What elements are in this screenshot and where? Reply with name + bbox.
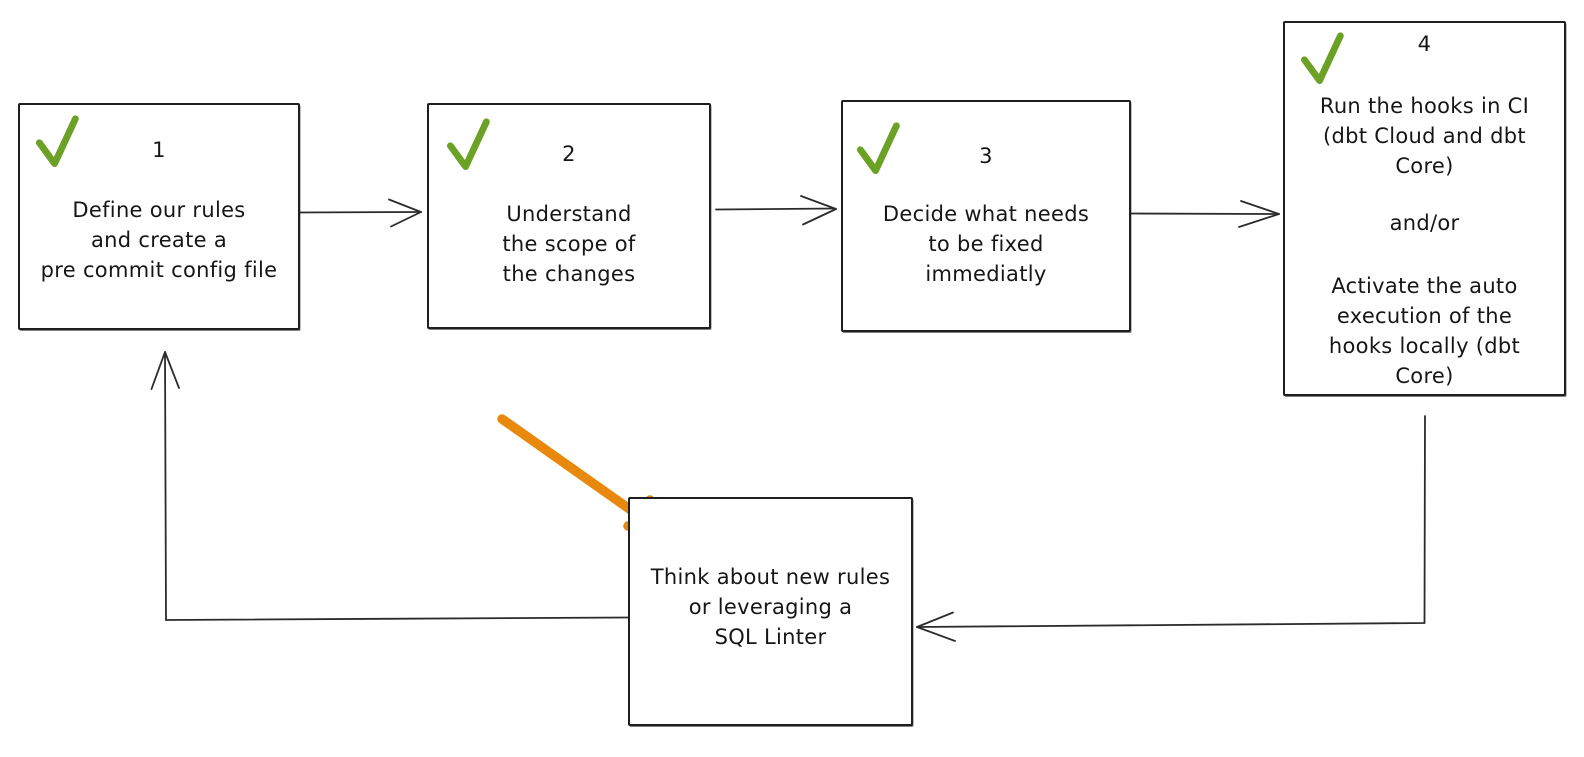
checkmark-icon bbox=[1301, 32, 1344, 84]
step-3-box: 3 Decide what needs to be fixed immediat… bbox=[841, 100, 1131, 332]
step-paragraph-2: Activate the auto execution of the hooks… bbox=[1285, 271, 1564, 391]
step-text-line: hooks locally (dbt bbox=[1328, 334, 1521, 358]
step-text: Decide what needs to be fixed immediatly bbox=[843, 199, 1129, 289]
step-text: Define our rules and create a pre commit… bbox=[20, 195, 298, 285]
loop-text-line: Think about new rules bbox=[650, 565, 891, 589]
arrow-loop-box-to-step1 bbox=[150, 351, 629, 621]
step-text-line: the changes bbox=[502, 262, 636, 286]
step-text-line: and create a bbox=[91, 228, 227, 252]
step-number: 4 bbox=[1417, 32, 1432, 56]
checkmark-icon bbox=[857, 122, 900, 174]
loop-box-text: Think about new rules or leveraging a SQ… bbox=[630, 562, 911, 652]
arrow-step4-to-loop-box bbox=[916, 415, 1426, 642]
step-text-line: execution of the bbox=[1336, 304, 1513, 328]
checkmark-icon bbox=[447, 118, 490, 170]
step-number: 2 bbox=[562, 142, 576, 166]
step-text-line: Decide what needs bbox=[882, 202, 1090, 226]
step-2-box: 2 Understand the scope of the changes bbox=[427, 103, 711, 329]
loop-text-line: or leveraging a bbox=[688, 595, 853, 619]
step-text-line: Core) bbox=[1395, 154, 1454, 178]
step-4-box: 4 Run the hooks in CI (dbt Cloud and dbt… bbox=[1283, 21, 1566, 396]
step-text-line: (dbt Cloud and dbt bbox=[1323, 124, 1526, 148]
step-number: 1 bbox=[152, 138, 166, 162]
step-1-box: 1 Define our rules and create a pre comm… bbox=[18, 103, 300, 330]
step-text-line: Define our rules bbox=[72, 198, 246, 222]
loop-text-line: SQL Linter bbox=[714, 625, 827, 649]
step-paragraph-1: Run the hooks in CI (dbt Cloud and dbt C… bbox=[1285, 91, 1564, 181]
step-text: Understand the scope of the changes bbox=[429, 199, 709, 289]
step-number: 3 bbox=[979, 144, 993, 168]
step-text-line: pre commit config file bbox=[40, 258, 278, 282]
step-text-line: Run the hooks in CI bbox=[1319, 94, 1530, 118]
step-text-line: Core) bbox=[1395, 364, 1454, 388]
step-text-line: to be fixed bbox=[928, 232, 1044, 256]
step-connector-text: and/or bbox=[1389, 211, 1460, 235]
arrow-step3-to-step4 bbox=[1130, 200, 1280, 228]
arrow-step2-to-step3 bbox=[715, 195, 837, 226]
step-text-line: Activate the auto bbox=[1331, 274, 1518, 298]
step-text-line: immediatly bbox=[925, 262, 1047, 286]
checkmark-icon bbox=[36, 115, 79, 167]
loop-box: Think about new rules or leveraging a SQ… bbox=[628, 497, 913, 726]
step-text-line: Understand bbox=[506, 202, 632, 226]
step-text-line: the scope of bbox=[502, 232, 636, 256]
arrow-step1-to-step2 bbox=[296, 198, 422, 228]
